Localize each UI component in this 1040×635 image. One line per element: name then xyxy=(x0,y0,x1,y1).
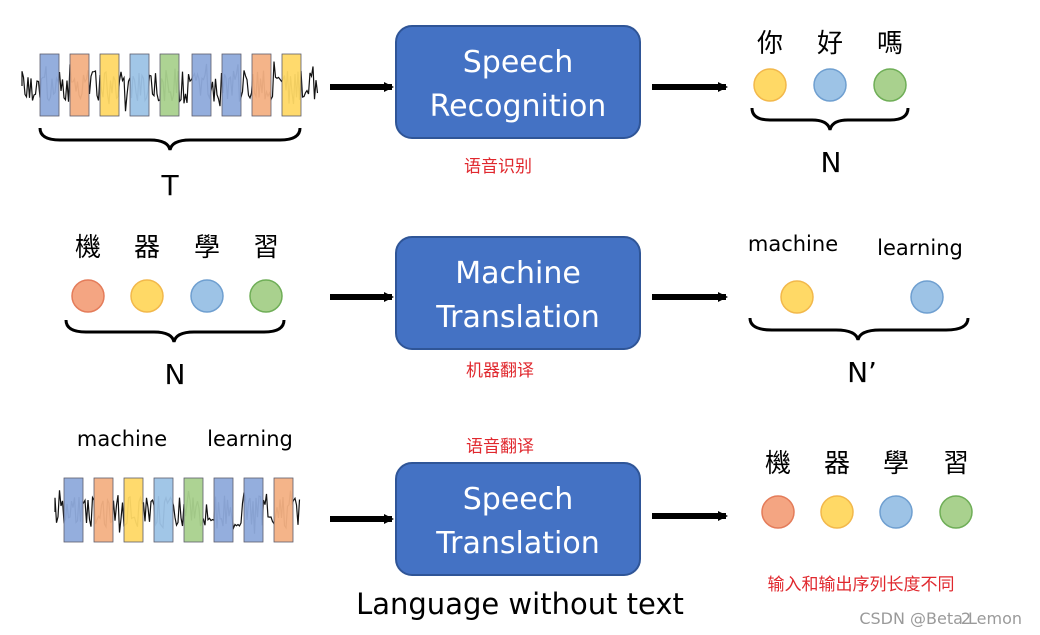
speech-translation-line2: Translation xyxy=(435,526,599,561)
output-brace-2 xyxy=(748,317,970,341)
output-token-yellow-3 xyxy=(820,495,854,529)
speech-frame-bar xyxy=(159,53,180,117)
annotation-speech-translation: 语音翻译 xyxy=(466,437,534,457)
output-word-learning: learning xyxy=(877,236,963,260)
input-char-3: 學 xyxy=(194,233,220,263)
speech-frame-bar xyxy=(129,53,150,117)
output-token-blue-2 xyxy=(910,280,944,314)
speech-frame-bar xyxy=(63,477,84,543)
input-word-machine: machine xyxy=(77,427,167,451)
output-char-2: 好 xyxy=(817,29,843,59)
input-brace-2 xyxy=(64,319,286,343)
output-length-label-N-prime: N’ xyxy=(847,356,877,389)
machine-translation-line1: Machine xyxy=(455,256,581,291)
machine-translation-box xyxy=(395,236,641,350)
output-token-yellow xyxy=(753,68,787,102)
speech-frame-bar xyxy=(191,53,212,117)
speech-frame-bar xyxy=(273,477,294,543)
watermark: CSDN @Beta Lemon xyxy=(859,609,1022,628)
output-char-3: 嗎 xyxy=(877,29,903,59)
speech-translation-box xyxy=(395,462,641,576)
output-token-yellow-2 xyxy=(780,280,814,314)
speech-frame-bar xyxy=(153,477,174,543)
speech-frame-bar xyxy=(123,477,144,543)
output-char-d: 習 xyxy=(943,449,969,479)
speech-frame-bar xyxy=(251,53,272,117)
input-length-label-N: N xyxy=(165,358,186,391)
input-token-blue xyxy=(190,279,224,313)
output-char-b: 器 xyxy=(824,449,850,479)
output-token-green xyxy=(873,68,907,102)
output-token-green-3 xyxy=(939,495,973,529)
speech-frame-bar xyxy=(213,477,234,543)
row-speech-recognition: T Speech Recognition 语音识别 你 好 嗎 N xyxy=(21,25,910,202)
machine-translation-line2: Translation xyxy=(435,300,599,335)
output-token-blue xyxy=(813,68,847,102)
output-brace-1 xyxy=(750,107,910,131)
input-length-label-T: T xyxy=(160,169,179,202)
speech-frame-bar xyxy=(183,477,204,543)
row-machine-translation: 機 器 學 習 N Machine Translation 机器翻译 machi… xyxy=(64,232,970,391)
speech-translation-line1: Speech xyxy=(463,482,574,517)
caption-language-without-text: Language without text xyxy=(356,587,684,621)
output-char-1: 你 xyxy=(757,29,783,59)
output-token-blue-3 xyxy=(879,495,913,529)
output-token-orange-3 xyxy=(761,495,795,529)
input-brace-1 xyxy=(38,127,302,151)
speech-waveform-3 xyxy=(54,477,301,543)
speech-frame-bar xyxy=(93,477,114,543)
speech-waveform-1 xyxy=(21,53,319,117)
output-length-label-N: N xyxy=(821,146,842,179)
speech-frame-bar xyxy=(69,53,90,117)
speech-recognition-box xyxy=(395,25,641,139)
speech-recognition-line2: Recognition xyxy=(430,89,607,124)
input-char-1: 機 xyxy=(75,233,101,263)
input-char-2: 器 xyxy=(134,233,160,263)
speech-frame-bar xyxy=(99,53,120,117)
speech-frame-bar xyxy=(281,53,302,117)
input-token-yellow xyxy=(130,279,164,313)
annotation-speech-recognition: 语音识别 xyxy=(464,157,532,177)
row-speech-translation: machine learning 语音翻译 Speech Translation… xyxy=(54,427,973,621)
speech-frame-bar xyxy=(243,477,264,543)
output-char-c: 學 xyxy=(883,449,909,479)
input-token-orange xyxy=(71,279,105,313)
speech-recognition-line1: Speech xyxy=(463,45,574,80)
length-note: 输入和输出序列长度不同 xyxy=(768,575,955,595)
output-word-machine: machine xyxy=(748,232,838,256)
annotation-machine-translation: 机器翻译 xyxy=(466,361,534,381)
input-char-4: 習 xyxy=(253,233,279,263)
input-word-learning: learning xyxy=(207,427,293,451)
speech-frame-bar xyxy=(221,53,242,117)
page-marker: 2 xyxy=(961,609,971,628)
input-token-green xyxy=(249,279,283,313)
speech-frame-bar xyxy=(39,53,60,117)
output-char-a: 機 xyxy=(765,449,791,479)
